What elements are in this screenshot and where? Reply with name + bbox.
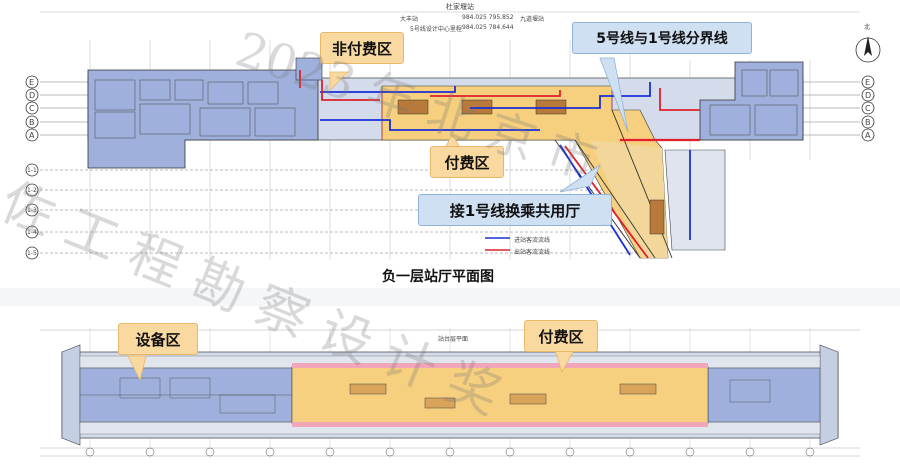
platform-plan-title: 站台层平面 bbox=[438, 336, 469, 343]
axis-label-left-d: D bbox=[29, 91, 36, 100]
callout-paid-area-bottom: 付费区 bbox=[524, 320, 598, 352]
concourse-plan-caption: 负一层站厅平面图 bbox=[382, 269, 494, 285]
axis-label-right-d: D bbox=[865, 91, 872, 100]
legend-inbound: 进站客流流线 bbox=[514, 237, 551, 244]
callout-paid-area-top: 付费区 bbox=[430, 146, 504, 178]
axis-label-lower-2: 1-2 bbox=[27, 187, 37, 194]
coord-label-3: 九道堰站 bbox=[520, 16, 545, 23]
callout-line-boundary: 5号线与1号线分界线 bbox=[572, 22, 752, 54]
axis-label-lower-3: 1-3 bbox=[27, 207, 37, 214]
coord-value-1: 984.025 795.852 bbox=[462, 14, 514, 21]
coord-label-2: 5号线设计中心里程 bbox=[410, 26, 462, 33]
axis-label-right-b: B bbox=[865, 118, 871, 127]
axis-label-lower-1: 1-1 bbox=[27, 167, 37, 174]
axis-label-lower-5: 1-5 bbox=[27, 250, 37, 257]
callout-non-paid-area: 非付费区 bbox=[320, 32, 404, 64]
legend-outbound: 出站客流流线 bbox=[514, 249, 551, 256]
platform-plan bbox=[0, 288, 900, 458]
axis-label-right-e: E bbox=[865, 78, 871, 87]
callout-transfer-hall: 接1号线换乘共用厅 bbox=[418, 194, 612, 226]
axis-label-right-a: A bbox=[865, 131, 871, 140]
axis-label-left-c: C bbox=[29, 104, 35, 113]
axis-label-left-b: B bbox=[29, 118, 35, 127]
axis-label-right-c: C bbox=[865, 104, 871, 113]
station-name: 杜家堰站 bbox=[446, 3, 474, 11]
coord-label-1: 大丰站 bbox=[400, 16, 419, 23]
axis-label-left-e: E bbox=[29, 78, 35, 87]
north-label: 北 bbox=[864, 24, 871, 31]
coord-value-2: 984.025 784.644 bbox=[462, 24, 514, 31]
callout-equipment-area: 设备区 bbox=[118, 323, 198, 355]
axis-label-left-a: A bbox=[29, 131, 35, 140]
concourse-plan bbox=[25, 11, 881, 260]
axis-label-lower-4: 1-4 bbox=[27, 229, 37, 236]
